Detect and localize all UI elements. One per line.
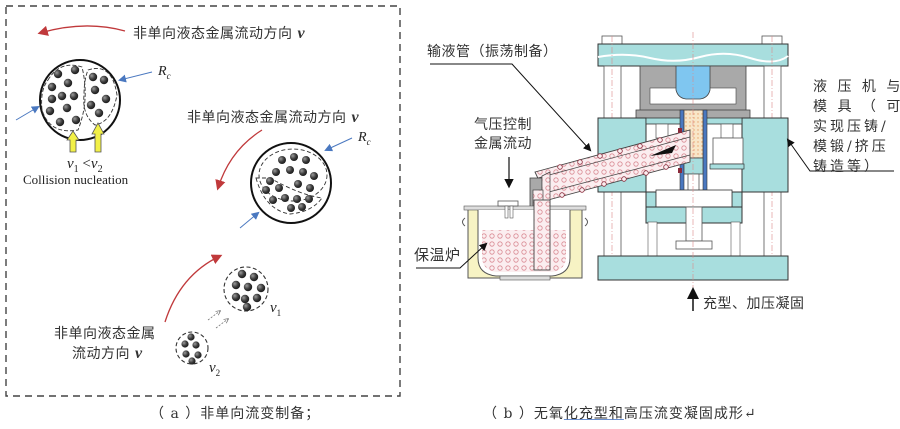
flow-direction-label-1: 非单向液态金属流动方向 v <box>133 23 305 43</box>
furnace-label: 保温炉 <box>414 246 461 264</box>
v2-subscript: 2 <box>97 164 103 175</box>
furnace-leader-line <box>416 242 488 269</box>
press-label: 液 压 机 与 模 具 （ 可 实现压铸/ 模锻/挤压 铸造等） <box>813 77 900 177</box>
velocity-symbol: v <box>297 25 306 42</box>
less-than: < <box>78 156 91 172</box>
gas-control-label: 气压控制 金属流动 <box>474 116 532 154</box>
flow-arrow-2 <box>215 129 263 191</box>
caption-b: （ b ）无氧化充型和高压流变凝固成形↵ <box>483 403 757 423</box>
flow-direction-label-3: 非单向液态金属 流动方向 v <box>54 324 156 364</box>
collision-nucleation-label: Collision nucleation <box>23 172 129 187</box>
velocity-symbol: v <box>134 345 143 362</box>
press-label-line: 铸造等） <box>813 159 881 175</box>
flow-arrow-3 <box>164 254 223 323</box>
caption-b-part1: （ b ）无氧 <box>483 406 564 422</box>
cluster-v1 <box>223 266 269 312</box>
particles <box>262 153 318 212</box>
rc-subscript: c <box>366 136 371 147</box>
boundary-pointer-1 <box>15 105 40 121</box>
v1-symbol: v <box>67 156 74 172</box>
flow-label-text: 非单向液态金属流动方向 <box>133 26 293 42</box>
hydraulic-press <box>597 32 789 292</box>
v-symbol: v <box>209 360 216 376</box>
press-label-line: 模锻/挤压 <box>813 139 889 155</box>
caption-a: （ a ）非单向流变制备； <box>150 406 321 422</box>
rc-symbol: R <box>358 130 367 145</box>
press-label-line: 液 压 机 与 <box>813 79 900 95</box>
press-label-line: 模 具 （ 可 <box>813 99 900 115</box>
rc-pointer-2 <box>324 137 353 152</box>
velocity-comparison: v1 <v2 <box>67 156 103 175</box>
cluster-v2 <box>175 331 209 365</box>
press-leader-line <box>786 138 894 172</box>
caption-b-part2: 化充型和 <box>563 406 624 422</box>
feed-tube <box>534 128 691 201</box>
rc-label-1: Rc <box>158 64 171 81</box>
velocity-arrows <box>66 122 105 153</box>
boundary-pointer-2 <box>239 211 260 229</box>
flow-arrow-1 <box>37 25 126 36</box>
tube-label: 输液管（振荡制备） <box>427 44 558 60</box>
collision-cluster <box>39 59 121 141</box>
flow-label-line2: 流动方向 <box>72 346 130 362</box>
flow-label-text: 非单向液态金属流动方向 <box>187 110 347 126</box>
caption-b-part3: 高压流变凝固成形↵ <box>623 406 757 422</box>
fill-solidify-label: 充型、加压凝固 <box>703 296 805 312</box>
v2-symbol: v <box>90 156 98 172</box>
motion-arrow-2 <box>215 319 228 329</box>
motion-arrow-1 <box>207 311 220 321</box>
v2-arrow-icon <box>91 122 105 153</box>
flow-label-line1: 非单向液态金属 <box>54 326 156 342</box>
press-label-line: 实现压铸/ <box>813 119 889 135</box>
rc-subscript: c <box>166 70 171 81</box>
panel-a-frame <box>5 5 401 397</box>
v-symbol: v <box>270 300 277 316</box>
gas-label-line1: 气压控制 <box>474 117 532 133</box>
v1-subscript: 1 <box>73 164 79 175</box>
tube-leader-line <box>430 63 592 152</box>
particles <box>45 65 111 127</box>
v-subscript: 1 <box>276 308 282 318</box>
nucleation-cluster <box>250 142 332 224</box>
rc-label-2: Rc <box>358 130 371 147</box>
v-subscript: 2 <box>215 368 221 378</box>
holding-furnace <box>462 199 588 281</box>
velocity-symbol: v <box>351 109 360 126</box>
cluster-v2-label: v2 <box>209 360 220 378</box>
flow-direction-label-2: 非单向液态金属流动方向 v <box>187 107 359 127</box>
v1-arrow-icon <box>66 130 80 153</box>
rc-symbol: R <box>158 64 167 79</box>
gas-label-line2: 金属流动 <box>474 136 532 152</box>
rc-pointer-1 <box>118 71 153 83</box>
cluster-v1-label: v1 <box>270 300 281 318</box>
